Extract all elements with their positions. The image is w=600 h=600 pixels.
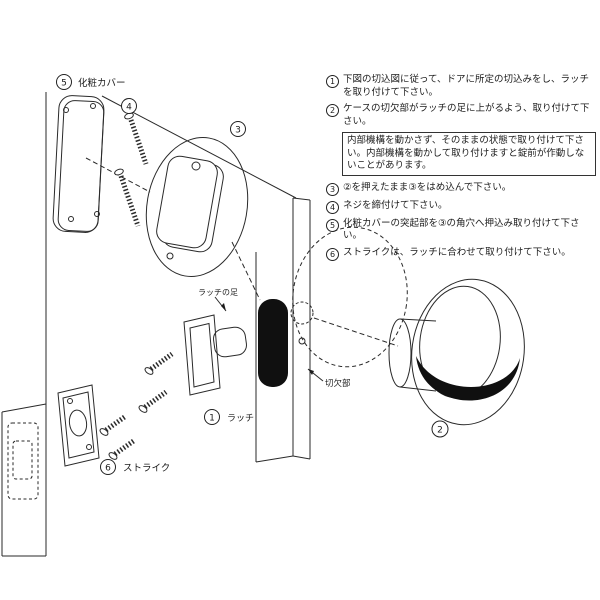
- strike-plate: [57, 384, 137, 467]
- step-number: 3: [326, 182, 339, 196]
- step-number: 2: [326, 104, 339, 118]
- leader-arrows: [214, 296, 324, 382]
- step-number: 4: [326, 200, 339, 214]
- part-callouts: 5 化粧カバー 4 3 ラッチの足 1 ラッチ 切欠部 2 6 ストライク: [56, 74, 449, 475]
- step-text: ネジを締付けて下さい。: [343, 199, 448, 211]
- knob-shadow: [416, 356, 520, 401]
- cover-plate: [52, 95, 105, 233]
- inner-rose-dashed: [292, 226, 408, 368]
- label-cover: 化粧カバー: [78, 77, 126, 89]
- knob-assembly: [292, 226, 525, 426]
- label-latch: ラッチ: [227, 413, 254, 424]
- door-jamb: [7, 422, 39, 500]
- step-number: 6: [326, 247, 339, 261]
- step-text: ケースの切欠部がラッチの足に上がるよう、取り付けて下さい。: [343, 103, 590, 127]
- step-number: 5: [326, 218, 339, 232]
- step-text: 下図の切込図に従って、ドアに所定の切込みをし、ラッチを取り付けて下さい。: [343, 74, 590, 98]
- callout-6: 6: [105, 464, 111, 474]
- mortise-cutout: [258, 299, 288, 387]
- rose-plate: [145, 137, 249, 277]
- instruction-step-1: 1 下図の切込図に従って、ドアに所定の切込みをし、ラッチを取り付けて下さい。: [326, 74, 596, 99]
- cross-bore-dashed: [290, 301, 314, 325]
- callout-2: 2: [437, 426, 443, 436]
- callout-3: 3: [235, 126, 241, 136]
- instruction-step-6: 6 ストライクは、ラッチに合わせて取り付けて下さい。: [326, 247, 596, 261]
- step-text: ②を押えたまま③をはめ込んで下さい。: [343, 181, 512, 193]
- instruction-step-5: 5 化粧カバーの突起部を③の角穴へ押込み取り付けて下さい。: [326, 218, 596, 243]
- step-text: ストライクは、ラッチに合わせて取り付けて下さい。: [343, 246, 571, 258]
- callout-4: 4: [126, 103, 132, 113]
- instruction-step-4: 4 ネジを締付けて下さい。: [326, 200, 596, 214]
- door-panel: [255, 197, 314, 463]
- latch-assembly: [138, 314, 247, 413]
- callout-1: 1: [209, 414, 215, 424]
- instruction-step-3: 3 ②を押えたまま③をはめ込んで下さい。: [326, 182, 596, 196]
- guide-lines: [1, 92, 297, 557]
- label-strike: ストライク: [123, 463, 170, 474]
- step-number: 1: [326, 75, 339, 88]
- step-text: 化粧カバーの突起部を③の角穴へ押込み取り付けて下さい。: [343, 217, 580, 242]
- callout-5: 5: [61, 79, 67, 89]
- label-notch: 切欠部: [325, 378, 351, 389]
- caution-note: 内部機構を動かさず、そのままの状態で取り付けて下さい。内部機構を動かして取り付け…: [342, 132, 596, 176]
- mounting-screws: [114, 112, 149, 227]
- instruction-step-2: 2 ケースの切欠部がラッチの足に上がるよう、取り付けて下さい。: [326, 103, 596, 128]
- instruction-list: 1 下図の切込図に従って、ドアに所定の切込みをし、ラッチを取り付けて下さい。 2…: [326, 74, 596, 265]
- label-latch-foot: ラッチの足: [198, 288, 238, 297]
